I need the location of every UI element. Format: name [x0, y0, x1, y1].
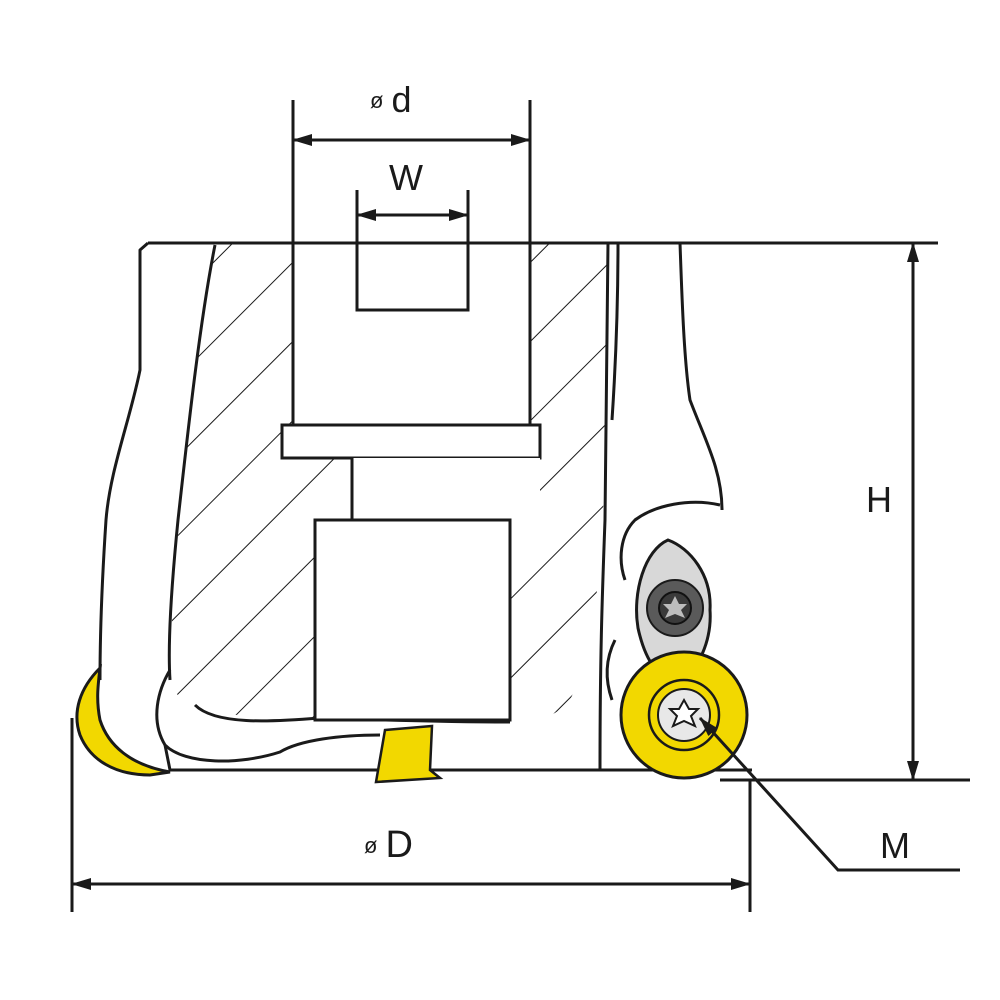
- left-insert: [75, 663, 171, 777]
- bore: [291, 241, 532, 427]
- cutter-diameter-letter: D: [385, 824, 413, 866]
- left-inner-contour: [167, 244, 217, 681]
- left-outer-contour: [98, 241, 149, 681]
- bore-diameter-letter: d: [391, 79, 412, 120]
- screw-thread-label: M: [880, 825, 910, 866]
- center-insert: [374, 724, 444, 784]
- height-label: H: [866, 479, 892, 520]
- diameter-symbol: ø: [364, 833, 378, 858]
- right-outer-contour: [678, 242, 724, 511]
- bore-neck: [352, 458, 540, 520]
- diameter-symbol: ø: [370, 88, 384, 113]
- torx-screw-icon: [657, 688, 711, 742]
- keyway-width-label: W: [389, 157, 423, 198]
- insert-seat-lower: [605, 639, 617, 701]
- clamp-wedge: [635, 538, 712, 682]
- right-inner-contour: [598, 242, 610, 771]
- dimension-lines: [70, 100, 960, 912]
- right-flute-line: [610, 242, 620, 421]
- coolant-cavity: [313, 518, 512, 722]
- bore-shoulder: [280, 423, 542, 460]
- screw-leader-line: [698, 716, 960, 872]
- cutter-body: [98, 241, 970, 782]
- chip-pocket-curve: [155, 669, 381, 763]
- bottom-face-line: [163, 744, 600, 772]
- insert-seat-upper: [619, 500, 721, 581]
- torx-screw-icon: [646, 579, 704, 637]
- round-insert: [619, 650, 749, 780]
